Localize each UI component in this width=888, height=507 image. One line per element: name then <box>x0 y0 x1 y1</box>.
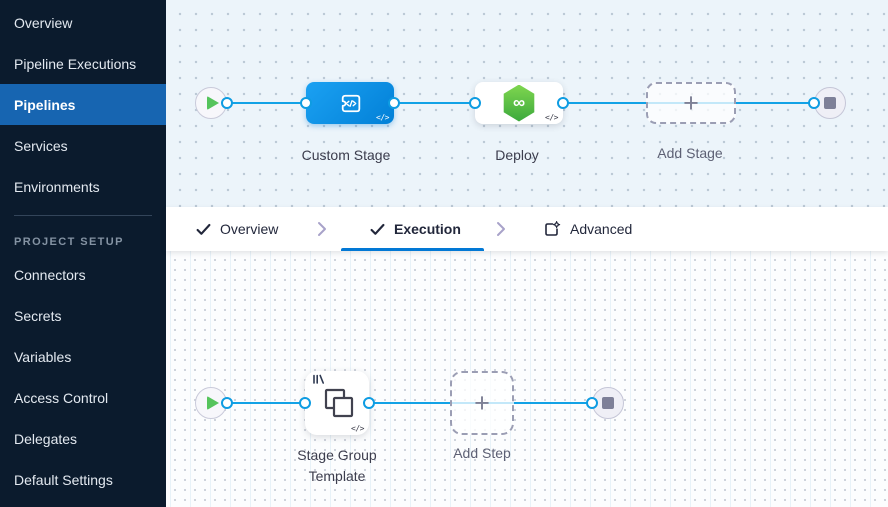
tab-overview[interactable]: Overview <box>196 207 278 251</box>
deploy-hexagon-icon: ∞ <box>503 84 535 122</box>
sidebar-item-secrets[interactable]: Secrets <box>0 295 166 336</box>
sidebar-item-access-control[interactable]: Access Control <box>0 377 166 418</box>
sidebar-item-label: Access Control <box>14 389 109 406</box>
sidebar-item-label: Delegates <box>14 430 78 447</box>
check-icon <box>370 223 385 235</box>
connector-dot[interactable] <box>299 397 311 409</box>
check-icon <box>196 223 211 235</box>
sidebar-item-label: Connectors <box>14 266 86 283</box>
tab-label: Execution <box>394 221 461 237</box>
sidebar-item-pipeline-executions[interactable]: Pipeline Executions <box>0 43 166 84</box>
sidebar-item-environments[interactable]: Environments <box>0 166 166 207</box>
stage-label: Custom Stage <box>301 147 391 163</box>
pipeline-edge <box>211 401 608 404</box>
connector-dot[interactable] <box>363 397 375 409</box>
sidebar-item-services[interactable]: Services <box>0 125 166 166</box>
stage-node-deploy[interactable]: ∞ </> <box>475 82 563 124</box>
connector-dot[interactable] <box>557 97 569 109</box>
connector-dot[interactable] <box>586 397 598 409</box>
execution-step-canvas[interactable]: </> + Stage Group Template Add Step <box>166 251 888 507</box>
sidebar-item-delegates[interactable]: Delegates <box>0 418 166 459</box>
play-icon <box>207 96 219 110</box>
connector-dot[interactable] <box>388 97 400 109</box>
code-badge: </> <box>351 424 364 433</box>
code-badge: </> <box>376 113 389 122</box>
play-icon <box>207 396 219 410</box>
step-label: Stage Group Template <box>297 447 377 484</box>
connector-dot[interactable] <box>808 97 820 109</box>
connector-dot[interactable] <box>469 97 481 109</box>
sidebar-item-label: Environments <box>14 178 100 195</box>
advanced-settings-icon <box>545 220 561 236</box>
sidebar-item-label: Secrets <box>14 307 62 324</box>
connector-dot[interactable] <box>221 397 233 409</box>
sidebar-section-header: PROJECT SETUP <box>14 236 124 248</box>
stage-pipeline-canvas[interactable]: </> ∞ </> + Custo <box>166 0 888 207</box>
stage-node-custom-stage[interactable]: </> <box>306 82 394 124</box>
stop-icon <box>824 97 836 109</box>
add-stage-label: Add Stage <box>657 145 723 161</box>
tab-advanced[interactable]: Advanced <box>543 207 632 251</box>
infinity-glyph: ∞ <box>512 92 526 112</box>
stop-icon <box>602 397 614 409</box>
sidebar-item-label: Pipelines <box>14 96 76 113</box>
code-badge: </> <box>545 113 558 122</box>
sidebar-item-label: Variables <box>14 348 72 365</box>
add-step-button[interactable]: + <box>450 371 514 435</box>
sidebar-item-connectors[interactable]: Connectors <box>0 254 166 295</box>
pipeline-stage-tabbar: Overview Execution <box>166 207 888 251</box>
sidebar-item-default-settings[interactable]: Default Settings <box>0 459 166 500</box>
sidebar: Overview Pipeline Executions Pipelines S… <box>0 0 166 507</box>
connector-dot[interactable] <box>300 97 312 109</box>
plus-icon: + <box>683 87 699 118</box>
sidebar-item-label: Services <box>14 137 68 154</box>
stage-group-icon <box>324 388 354 418</box>
add-stage-button[interactable]: + <box>646 82 736 124</box>
chevron-right-icon <box>497 222 505 236</box>
tab-execution[interactable]: Execution <box>370 207 461 251</box>
sidebar-item-variables[interactable]: Variables <box>0 336 166 377</box>
pipeline-start-node <box>195 87 227 119</box>
chevron-right-icon <box>318 222 326 236</box>
tab-label: Advanced <box>570 221 633 237</box>
sidebar-item-overview[interactable]: Overview <box>0 2 166 43</box>
sidebar-item-pipelines[interactable]: Pipelines <box>0 84 166 125</box>
custom-stage-icon <box>341 94 360 112</box>
main-area: </> ∞ </> + Custo <box>166 0 888 507</box>
connector-dot[interactable] <box>221 97 233 109</box>
add-step-label: Add Step <box>453 445 511 461</box>
tab-label: Overview <box>220 221 279 237</box>
active-tab-underline <box>341 248 484 251</box>
sidebar-item-label: Default Settings <box>14 471 113 488</box>
stage-label: Deploy <box>495 147 539 163</box>
step-node-stage-group-template[interactable]: </> <box>305 371 369 435</box>
sidebar-item-label: Overview <box>14 14 73 31</box>
template-badge-icon <box>313 374 324 384</box>
plus-icon: + <box>474 387 490 418</box>
sidebar-item-label: Pipeline Executions <box>14 55 137 72</box>
sidebar-divider <box>14 215 152 216</box>
